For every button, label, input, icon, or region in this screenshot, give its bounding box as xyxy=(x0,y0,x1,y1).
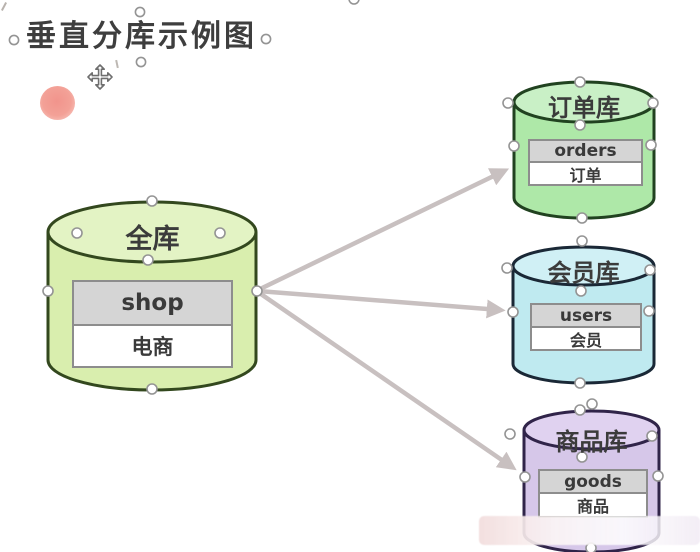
selection-handle[interactable] xyxy=(504,428,516,440)
selection-handle[interactable] xyxy=(643,305,655,317)
selection-handle[interactable] xyxy=(574,404,586,416)
arrow-source-to-goods[interactable] xyxy=(256,290,517,471)
selection-handle[interactable] xyxy=(8,34,20,46)
source-selection-handles xyxy=(42,195,263,395)
source-table-row: 电商 xyxy=(74,326,231,366)
selection-handle[interactable] xyxy=(135,56,147,68)
selection-handle[interactable] xyxy=(501,262,513,274)
selection-handle[interactable] xyxy=(502,97,514,109)
selection-handle[interactable] xyxy=(71,227,83,239)
goods-db-cylinder-top[interactable] xyxy=(522,409,661,451)
selection-handle[interactable] xyxy=(508,140,520,152)
selection-handle[interactable] xyxy=(644,264,656,276)
selection-handle[interactable] xyxy=(134,6,146,18)
selection-handle[interactable] xyxy=(251,285,263,297)
orders-db-table[interactable]: orders 订单 xyxy=(528,139,643,186)
selection-handle[interactable] xyxy=(574,119,586,131)
selection-handle[interactable] xyxy=(260,33,272,45)
users-selection-handles xyxy=(501,235,656,389)
selection-handle[interactable] xyxy=(574,76,586,88)
blurred-watermark-band xyxy=(479,516,700,545)
orders-selection-handles xyxy=(502,76,659,224)
selection-handle[interactable] xyxy=(146,383,158,395)
selection-handle[interactable] xyxy=(647,97,659,109)
users-table-header: users xyxy=(532,305,640,328)
selection-handle[interactable] xyxy=(586,398,598,410)
selection-handle[interactable] xyxy=(574,377,586,389)
orders-table-header: orders xyxy=(530,141,641,163)
goods-table-header: goods xyxy=(540,471,646,494)
arrow-source-to-orders[interactable] xyxy=(257,168,510,293)
arrow-source-to-users[interactable] xyxy=(257,288,506,319)
goods-db-table[interactable]: goods 商品 xyxy=(538,469,648,518)
users-db-table[interactable]: users 会员 xyxy=(530,303,642,351)
goods-db-label: 商品库 xyxy=(555,428,628,456)
selection-handle[interactable] xyxy=(214,227,226,239)
selection-handle[interactable] xyxy=(575,285,587,297)
diagram-title[interactable]: 垂直分库示例图 xyxy=(26,19,257,54)
selection-handle[interactable] xyxy=(142,254,154,266)
selection-handle[interactable] xyxy=(519,471,531,483)
selection-handle[interactable] xyxy=(42,285,54,297)
selection-handle[interactable] xyxy=(507,306,519,318)
selection-handle[interactable] xyxy=(646,430,658,442)
users-table-row: 会员 xyxy=(532,328,640,350)
source-db-label: 全库 xyxy=(125,224,180,255)
orders-db-label: 订单库 xyxy=(548,94,620,122)
selection-handle[interactable] xyxy=(348,0,360,5)
selection-handle[interactable] xyxy=(146,195,158,207)
title-selection-handles xyxy=(8,6,272,68)
move-cursor-icon xyxy=(87,64,113,90)
selection-handle[interactable] xyxy=(576,235,588,247)
source-table-header: shop xyxy=(74,282,231,326)
selection-handle[interactable] xyxy=(652,470,664,482)
goods-table-row: 商品 xyxy=(540,494,646,516)
users-db-label: 会员库 xyxy=(547,259,620,287)
selection-handle[interactable] xyxy=(576,451,588,463)
red-laser-dot-icon xyxy=(40,86,75,120)
source-db-table[interactable]: shop 电商 xyxy=(72,280,233,368)
orders-table-row: 订单 xyxy=(530,163,641,185)
selection-handle[interactable] xyxy=(576,212,588,224)
selection-handle[interactable] xyxy=(645,139,657,151)
goods-selection-handles xyxy=(504,398,664,552)
